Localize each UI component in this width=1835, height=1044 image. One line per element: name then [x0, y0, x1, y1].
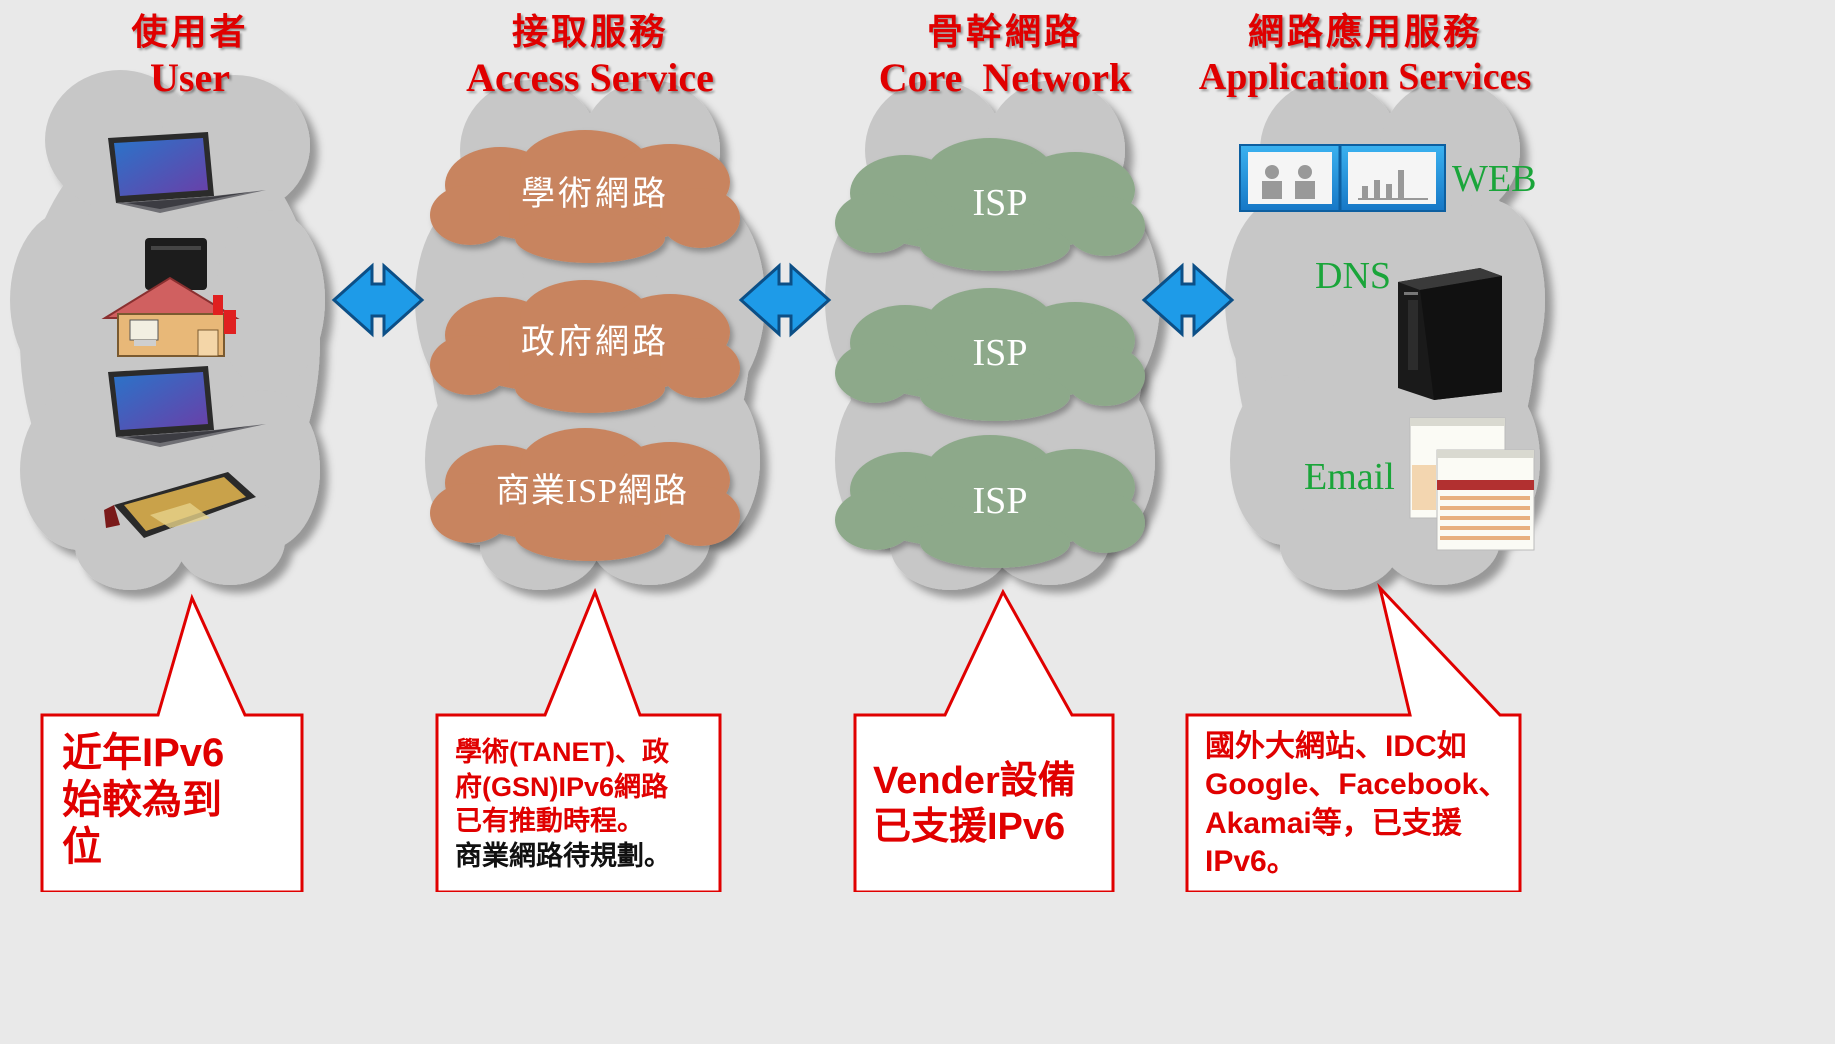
column-header-access-zh: 接取服務: [511, 12, 668, 52]
callout-app: [1185, 582, 1522, 892]
core-cloud-isp-2: [835, 288, 1145, 421]
laptop-icon: [108, 132, 266, 213]
nas-house-icon: [101, 238, 240, 357]
column-header-user: 使用者 User: [90, 14, 290, 98]
access-cloud-academic-label: 學術網路: [521, 175, 669, 213]
core-cloud-isp-1-label: ISP: [973, 182, 1028, 224]
dns-server-tower-icon: [1398, 268, 1502, 400]
callout-access-line: 學術(TANET)、政: [455, 737, 669, 767]
callout-app-line: 國外大網站、IDC如: [1205, 730, 1467, 763]
double-arrow-icon: [1141, 262, 1235, 338]
core-cloud-isp-1: [835, 138, 1145, 271]
laptop-icon: [108, 366, 266, 447]
callout-access-line: 府(GSN)IPv6網路: [455, 771, 669, 802]
callout-user-text: 近年IPv6 始較為到 位: [62, 730, 224, 870]
service-label-dns: DNS: [1315, 255, 1392, 297]
column-header-access: 接取服務 Access Service: [430, 14, 750, 98]
web-server-icon: [1239, 144, 1446, 212]
access-cloud-academic: [430, 130, 740, 263]
column-header-user-en: User: [150, 55, 230, 100]
callout-app-text: 國外大網站、IDC如 Google、Facebook、 Akamai等，已支援 …: [1205, 728, 1508, 882]
column-header-access-en: Access Service: [466, 55, 714, 100]
double-arrow-icon: [331, 262, 425, 338]
callout-core: [853, 588, 1115, 892]
column-header-core-en: Core Network: [878, 55, 1132, 100]
callout-app-line: Google、Facebook、: [1205, 768, 1509, 802]
access-cloud-government-label: 政府網路: [521, 323, 669, 361]
network-diagram: 學術網路 政府網路 商業ISP網路 ISP ISP ISP: [10, 70, 1545, 892]
callout-user-line: 位: [62, 824, 102, 869]
access-cloud-commercial-label: 商業ISP網路: [496, 472, 688, 510]
callout-app-line: Akamai等，已支援: [1205, 806, 1462, 840]
callout-core-line: Vender設備: [873, 760, 1076, 802]
column-header-user-zh: 使用者: [131, 12, 249, 52]
callout-access: [435, 587, 722, 892]
callout-core-text: Vender設備 已支援IPv6: [873, 758, 1076, 851]
column-header-app: 網路應用服務 Application Services: [1165, 14, 1565, 96]
access-cloud-government: [430, 280, 740, 413]
callout-access-text: 學術(TANET)、政 府(GSN)IPv6網路 已有推動時程。 商業網路待規劃…: [455, 735, 671, 873]
callout-core-line: 已支援IPv6: [873, 806, 1066, 849]
callout-access-line: 已有推動時程。: [455, 806, 644, 837]
double-arrow-icon: [738, 262, 832, 338]
callout-user-line: 近年IPv6: [62, 731, 225, 775]
column-header-app-en: Application Services: [1198, 56, 1532, 98]
callout-app-line: IPv6。: [1205, 845, 1297, 879]
column-header-app-zh: 網路應用服務: [1247, 12, 1482, 52]
tablet-icon: [104, 472, 256, 538]
email-screenshot-icon: [1409, 417, 1535, 551]
callout-user-line: 始較為到: [62, 777, 222, 822]
callout-user: [40, 593, 304, 892]
core-cloud-isp-2-label: ISP: [973, 332, 1028, 374]
column-header-core: 骨幹網路 Core Network: [855, 14, 1155, 98]
column-header-core-zh: 骨幹網路: [926, 12, 1083, 52]
service-label-email: Email: [1304, 456, 1395, 498]
callout-access-line: 商業網路待規劃。: [455, 840, 671, 871]
access-cloud-commercial: [430, 428, 740, 561]
core-cloud-isp-3-label: ISP: [973, 480, 1028, 522]
service-label-web: WEB: [1452, 158, 1537, 200]
core-cloud-isp-3: [835, 435, 1145, 568]
